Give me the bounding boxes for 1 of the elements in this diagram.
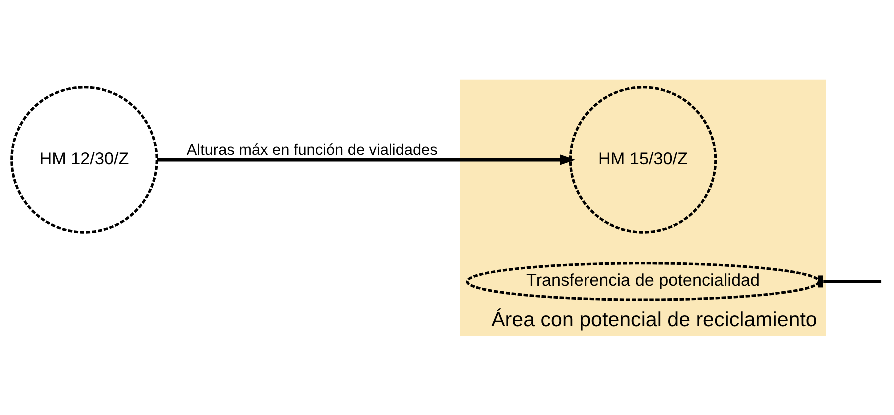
edge-label: Alturas máx en función de vialidades (186, 142, 438, 159)
